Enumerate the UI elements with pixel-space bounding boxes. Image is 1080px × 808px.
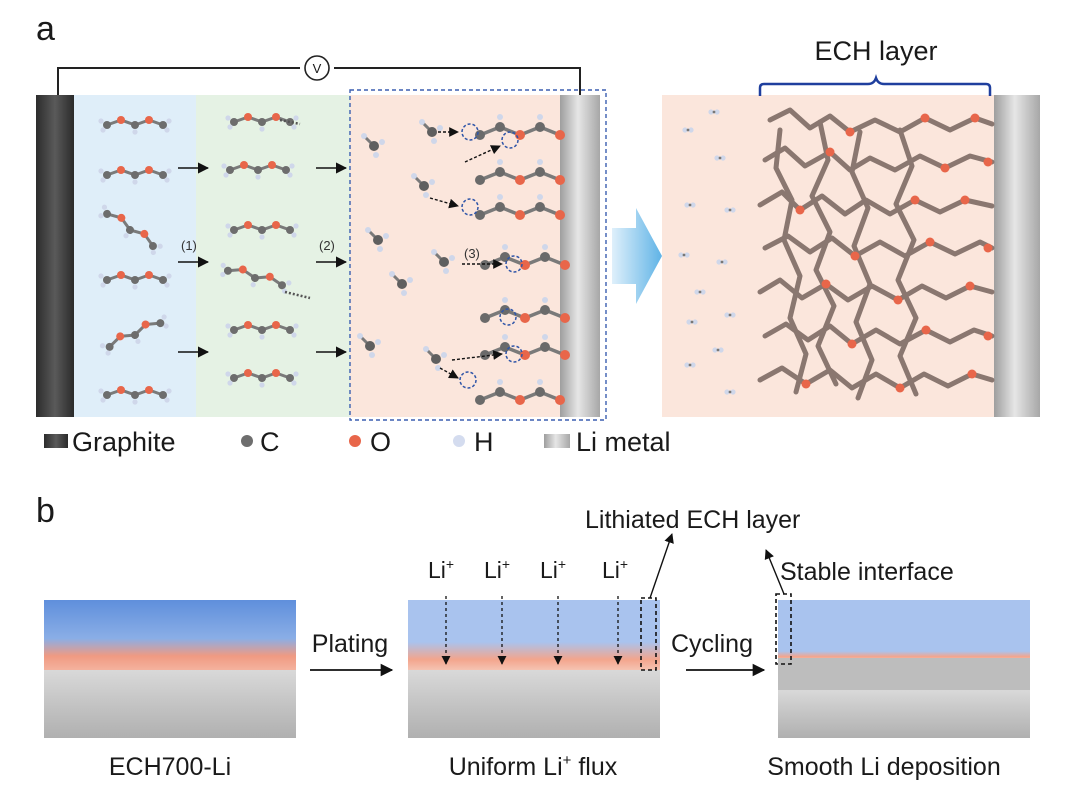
voltmeter-label: V [313,61,322,76]
legend-oxygen: O [370,427,391,457]
callout-stable-interface: Stable interface [780,558,954,586]
reaction-zone [350,95,560,417]
li-ion-2: Li [484,557,502,583]
caption-smooth-li-deposition: Smooth Li deposition [767,753,1000,781]
li-metal-swatch-icon [544,434,570,448]
voltmeter-icon [304,55,330,81]
legend-hydrogen: H [474,427,494,457]
ech-layer-label: ECH layer [814,36,937,66]
cycling-label: Cycling [671,630,753,658]
carbon-atom-icon [241,435,253,447]
transition-arrow-icon [612,208,662,304]
panel-b-letter: b [36,492,55,530]
slab-ech700-li [44,600,296,738]
li-ion-1: Li [428,557,446,583]
hydrogen-atom-icon [453,435,465,447]
li-ion-4: Li [602,557,620,583]
li-metal-electrode-right [994,95,1040,417]
lithiated-callout-arrow [649,533,674,599]
graphite-swatch-icon [44,434,68,448]
svg-text:Li+: Li+ [540,556,566,583]
li-ion-3: Li [540,557,558,583]
li-ion-labels: Li+ Li+ Li+ Li+ [428,556,628,583]
panel-a-letter: a [36,10,55,48]
solvent-molecules-broken [215,111,311,390]
legend-li-metal: Li metal [576,427,671,457]
plating-label: Plating [312,630,388,658]
slab-smooth-deposition [778,600,1030,738]
decomposition-zone [196,95,350,417]
caption-ech700-li: ECH700-Li [109,753,231,781]
radical-sites [459,123,523,389]
process-arrows [178,162,348,358]
legend-graphite: Graphite [72,427,176,457]
callout-lithiated-ech-layer: Lithiated ECH layer [585,506,800,534]
legend: Graphite C O H Li metal [44,427,671,457]
step-1-label: (1) [181,238,197,253]
external-circuit: V [57,55,581,95]
caption-uniform-flux: Uniform Li+ flux [449,752,618,781]
ech-layer-brace [758,74,992,96]
electrolyte-zone [74,95,196,417]
oxygen-atom-icon [349,435,361,447]
graphite-electrode [36,95,74,417]
lithiated-layer-box [640,597,657,671]
zoom-box [349,89,607,421]
step-2-label: (2) [319,238,335,253]
li-metal-electrode [560,95,600,417]
ech-oxygen-sites [795,113,993,393]
legend-carbon: C [260,427,280,457]
radical-arrows [429,127,503,379]
svg-text:Li+: Li+ [484,556,510,583]
step-3-label: (3) [464,246,480,261]
li-ion-flux-arrows [441,596,623,665]
slab-uniform-flux [408,600,660,738]
ech-polymer-network [757,107,995,401]
svg-text:Li+: Li+ [428,556,454,583]
stable-callout-arrow [764,549,785,595]
svg-text:Li+: Li+ [602,556,628,583]
